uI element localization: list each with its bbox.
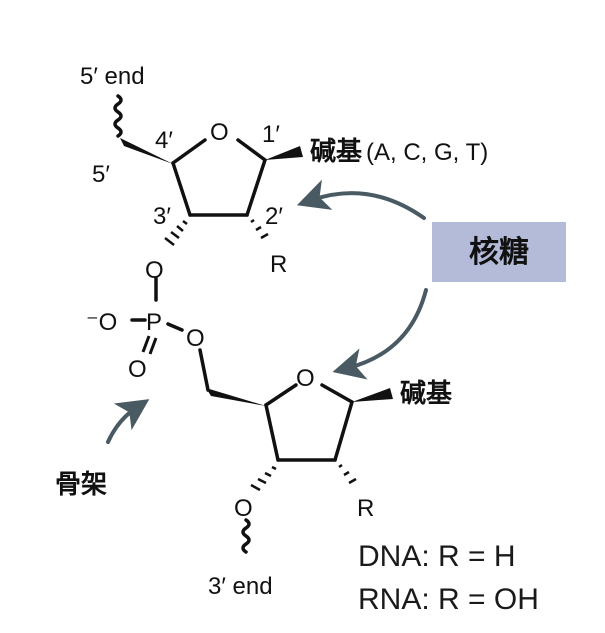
- hashed-bond-c3-lower: [250, 465, 277, 492]
- arrow-to-bottom-sugar: [332, 288, 428, 380]
- top-sugar-ring: [113, 94, 303, 246]
- c1-label: 1′: [262, 121, 280, 148]
- r-group-bottom: R: [357, 495, 374, 522]
- o3-label: O: [145, 257, 164, 284]
- o3-lower-label: O: [234, 495, 253, 522]
- dna-rule-label: DNA: R = H: [358, 540, 516, 573]
- phosphate-group: [130, 276, 210, 392]
- base-label-bottom: 碱基: [400, 379, 453, 409]
- wedge-bond-c5-lower: [206, 388, 266, 406]
- sugar-box: [432, 222, 566, 282]
- base-types-label: (A, C, G, T): [366, 139, 488, 166]
- base-label-top: 碱基: [310, 137, 363, 167]
- bottom-sugar-ring: [206, 383, 393, 554]
- wavy-bond-5end: [113, 94, 123, 138]
- five-prime-end-label: 5′ end: [80, 63, 145, 90]
- double-bond-oxygen-label: O: [128, 356, 147, 383]
- wavy-bond-3end: [241, 518, 251, 554]
- c4-label: 4′: [155, 127, 173, 154]
- hashed-bond-c2: [250, 218, 269, 240]
- backbone-label: 骨架: [55, 470, 107, 500]
- wedge-bond-base-bottom: [352, 388, 393, 402]
- r-group-top: R: [270, 251, 287, 278]
- hashed-bond-c2-lower: [338, 463, 357, 485]
- phosphorus-label: P: [146, 309, 162, 336]
- arrow-to-backbone: [106, 399, 150, 444]
- wedge-bond-base-top: [265, 146, 303, 160]
- hashed-bond-c3: [164, 220, 188, 246]
- sugar-label: 核糖: [469, 235, 529, 270]
- rna-rule-label: RNA: R = OH: [358, 583, 539, 616]
- wedge-bond-c5: [120, 138, 173, 164]
- c3-label: 3′: [153, 203, 171, 230]
- c2-label: 2′: [265, 203, 283, 230]
- ring-oxygen-label: O: [210, 119, 229, 146]
- ring-oxygen-lower-label: O: [296, 365, 315, 392]
- ester-oxygen-label: O: [186, 325, 205, 352]
- arrow-to-top-sugar: [296, 179, 426, 220]
- o-minus-label: ⁻O: [86, 309, 117, 336]
- three-prime-end-label: 3′ end: [208, 573, 273, 600]
- c5-label: 5′: [92, 161, 110, 188]
